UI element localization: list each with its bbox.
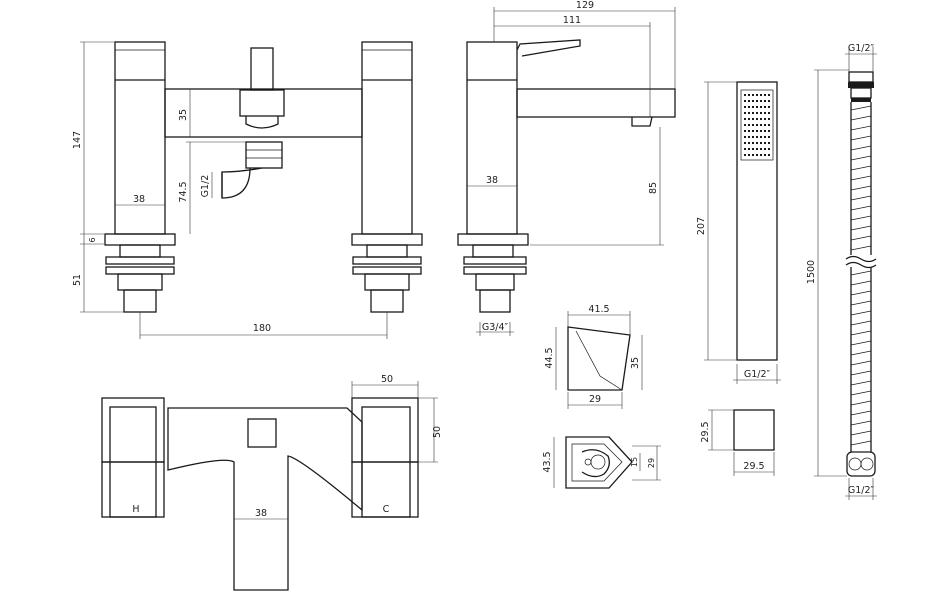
side-dimensions: 129 111 38 85 G3/4″ — [467, 0, 676, 336]
dim-51: 51 — [72, 274, 83, 286]
dim-29-5-height: 29.5 — [700, 421, 711, 442]
dim-41-5: 41.5 — [588, 304, 609, 315]
dim-74-5: 74.5 — [178, 181, 189, 202]
outlet-connector — [245, 141, 283, 169]
plan-diverter — [247, 418, 277, 448]
hose-coil-lines — [850, 105, 872, 446]
label-cold: C — [383, 504, 390, 515]
front-elevation — [104, 41, 423, 313]
dim-38-side: 38 — [486, 175, 498, 186]
plan-view: H C 50 50 38 — [101, 374, 443, 591]
dim-35-holder: 35 — [630, 357, 641, 369]
dim-g1-2-outlet: G1/2 — [200, 175, 211, 198]
side-lever — [516, 39, 581, 57]
hose-bottom-nut — [846, 451, 876, 477]
shower-hose: 1500 G1/2″ G1/2″ — [806, 43, 877, 500]
label-hot: H — [132, 504, 139, 515]
front-dimensions: 147 6 51 38 35 74.5 G1/2 180 — [72, 41, 388, 339]
dim-38-plan: 38 — [255, 508, 267, 519]
wall-holder: 41.5 44.5 35 29 — [544, 304, 643, 409]
dim-85: 85 — [648, 182, 659, 194]
dim-g3-4: G3/4″ — [482, 322, 509, 333]
dim-43-5: 43.5 — [542, 451, 553, 472]
dim-207: 207 — [696, 217, 707, 235]
dim-15: 15 — [630, 457, 639, 467]
wall-elbow: 29.5 29.5 — [700, 409, 775, 476]
dim-g1-2-hose-top: G1/2″ — [848, 43, 875, 54]
dim-29-holder: 29 — [589, 394, 601, 405]
dim-147: 147 — [72, 131, 83, 149]
handset-clip: 43.5 15 29 — [542, 436, 661, 489]
dim-g1-2-handset: G1/2″ — [744, 369, 771, 380]
dim-29-5-width: 29.5 — [743, 461, 764, 472]
dim-6: 6 — [88, 237, 97, 242]
side-elevation — [457, 39, 676, 313]
dim-38-front: 38 — [133, 194, 145, 205]
dim-29-clip: 29 — [647, 458, 656, 468]
clip-outline — [565, 436, 633, 489]
dim-180: 180 — [253, 323, 271, 334]
dim-g1-2-hose-bottom: G1/2″ — [848, 485, 875, 496]
spray-nozzles — [744, 94, 770, 156]
side-pillar — [466, 41, 518, 235]
elbow-block — [733, 409, 775, 451]
dim-50-plan-height: 50 — [432, 426, 443, 438]
hose-top-nut — [848, 71, 874, 83]
holder-outline — [567, 326, 631, 391]
dim-35: 35 — [178, 109, 189, 121]
right-pillar — [361, 41, 413, 235]
diverter-knob — [250, 47, 274, 91]
dim-129: 129 — [576, 0, 594, 11]
dim-1500: 1500 — [806, 260, 817, 284]
handset-body — [736, 81, 778, 361]
mixer-body — [164, 88, 363, 138]
handset-spray-face — [740, 89, 774, 161]
shower-handset: 207 G1/2″ — [696, 81, 781, 384]
plan-body — [167, 407, 363, 591]
dim-50-plan-width: 50 — [381, 374, 393, 385]
dim-44-5: 44.5 — [544, 347, 555, 368]
dim-111: 111 — [563, 15, 581, 26]
side-spout — [516, 88, 676, 118]
